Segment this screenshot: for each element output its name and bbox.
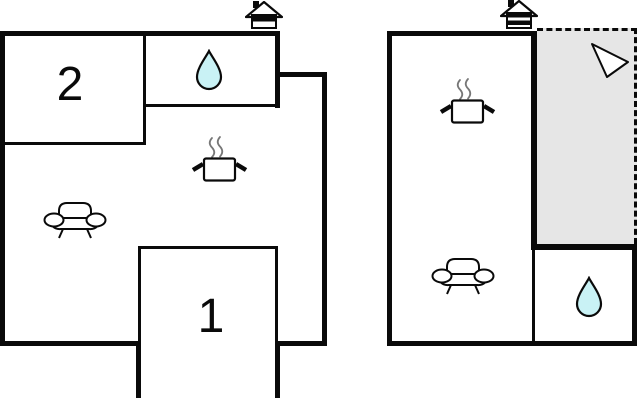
wall-segment	[275, 246, 278, 341]
water-drop-icon	[575, 276, 603, 318]
sofa-icon	[43, 202, 107, 239]
water-drop-icon	[195, 49, 223, 91]
wall-segment	[136, 341, 141, 398]
wall-segment	[138, 246, 141, 341]
wall-segment	[387, 341, 637, 346]
room-label-entrance: 1	[197, 290, 225, 343]
sofa-icon	[431, 258, 495, 295]
wall-segment	[275, 341, 327, 346]
wall-segment	[322, 72, 327, 346]
wall-segment	[275, 341, 280, 398]
wall-segment	[387, 31, 392, 346]
cooking-pot-icon	[439, 78, 496, 124]
north-arrow-icon	[591, 43, 629, 78]
wall-segment	[138, 246, 278, 249]
room-label-bedroom: 2	[56, 58, 84, 111]
wall-segment	[632, 244, 637, 346]
wall-segment	[5, 142, 146, 145]
wall-segment	[532, 250, 535, 341]
wall-segment	[531, 244, 637, 250]
wall-segment	[275, 31, 280, 108]
wall-segment	[387, 31, 537, 36]
wall-segment	[531, 31, 537, 250]
wall-segment	[275, 72, 327, 77]
cooking-pot-icon	[191, 136, 248, 182]
fireplace-chimney-icon	[500, 0, 538, 29]
wall-segment	[0, 31, 280, 36]
wall-segment	[143, 36, 146, 145]
wall-segment	[146, 104, 275, 107]
fireplace-chimney-icon	[245, 1, 283, 29]
wall-segment	[0, 31, 5, 346]
wall-segment	[0, 341, 141, 346]
